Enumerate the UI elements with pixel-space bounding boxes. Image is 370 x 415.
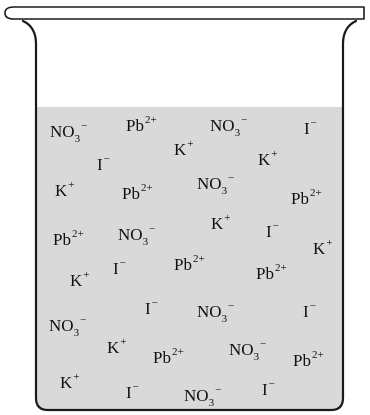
ion-charge: + [73,371,79,383]
ion-charge: 2+ [141,182,153,194]
ion-subscript: 3 [235,127,241,139]
ion-charge: − [149,223,155,235]
ion-symbol: Pb [153,348,171,367]
ion-symbol: K [258,150,271,169]
ion-symbol: I [145,299,151,318]
ion-symbol: Pb [126,116,144,135]
ion-subscript: 3 [209,397,215,409]
ion-subscript: 3 [254,351,260,363]
beaker-rim [5,7,364,19]
ion-charge: 2+ [312,349,324,361]
ion-symbol: K [55,181,68,200]
ion-symbol: Pb [122,184,140,203]
ion-charge: − [120,257,126,269]
ion-charge: − [241,114,247,126]
ion-charge: + [224,212,230,224]
ion-charge: + [326,237,332,249]
ion-symbol: NO [184,386,209,405]
ion-charge: + [68,179,74,191]
ion-symbol: I [113,259,119,278]
ion-charge: + [120,336,126,348]
ion-charge: + [187,138,193,150]
ion-charge: − [104,153,110,165]
ion-charge: − [81,120,87,132]
ion-symbol: K [174,140,187,159]
ion-symbol: Pb [291,189,309,208]
ion-charge: 2+ [275,262,287,274]
ion-charge: 2+ [193,253,205,265]
ion-symbol: K [70,271,83,290]
ion-symbol: K [60,373,73,392]
ion-charge: 2+ [145,114,157,126]
ion-charge: − [133,381,139,393]
ion-symbol: I [304,119,310,138]
ion-symbol: Pb [53,230,71,249]
ion-symbol: Pb [174,255,192,274]
ion-symbol: NO [229,340,254,359]
ion-charge: − [228,300,234,312]
ion-symbol: NO [50,122,75,141]
ion-charge: − [80,314,86,326]
ion-symbol: NO [49,316,74,335]
ion-subscript: 3 [222,313,228,325]
ion-symbol: NO [210,116,235,135]
ion-symbol: NO [197,174,222,193]
ion-symbol: K [107,338,120,357]
ion-symbol: NO [118,225,143,244]
ion-charge: − [152,297,158,309]
ion-charge: − [228,172,234,184]
ion-subscript: 3 [75,133,81,145]
ion-charge: − [311,117,317,129]
ion-charge: − [260,338,266,350]
ion-symbol: K [211,214,224,233]
ion-symbol: I [126,383,132,402]
ion-symbol: Pb [256,264,274,283]
ion-charge: + [83,269,89,281]
ion-charge: − [269,378,275,390]
ion-charge: − [310,300,316,312]
ion-charge: 2+ [172,346,184,358]
ion-charge: − [273,220,279,232]
ion-subscript: 3 [74,327,80,339]
ion-symbol: I [262,380,268,399]
ion-charge: 2+ [72,228,84,240]
ion-symbol: I [303,302,309,321]
ion-charge: − [215,384,221,396]
ion-symbol: NO [197,302,222,321]
ion-symbol: Pb [293,351,311,370]
ion-subscript: 3 [143,236,149,248]
ion-symbol: I [97,155,103,174]
ion-charge: 2+ [310,187,322,199]
ion-symbol: K [313,239,326,258]
ion-subscript: 3 [222,185,228,197]
ion-charge: + [271,148,277,160]
ion-symbol: I [266,222,272,241]
